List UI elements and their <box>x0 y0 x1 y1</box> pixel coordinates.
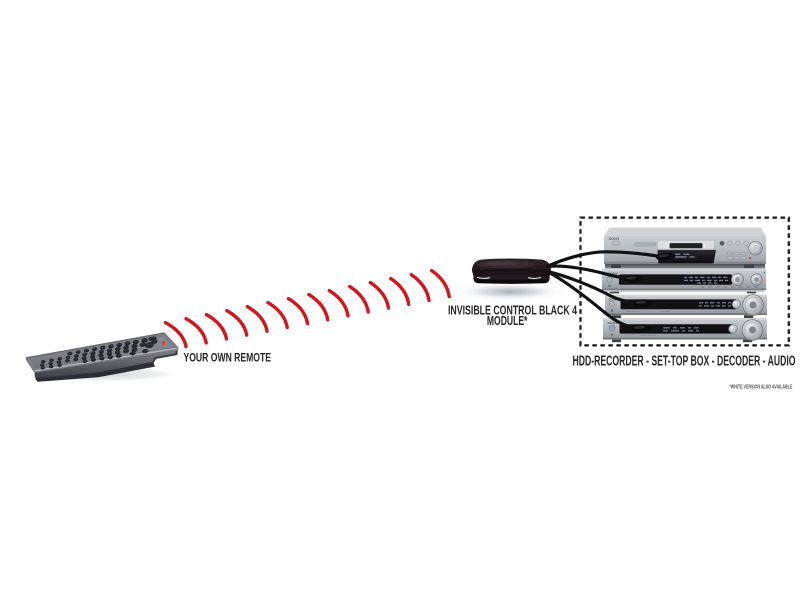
svg-text:SONY: SONY <box>608 272 619 276</box>
svg-text:MODULE*: MODULE* <box>487 314 528 328</box>
svg-text:INVISIBLE CONTROL BLACK 4: INVISIBLE CONTROL BLACK 4 <box>448 303 577 317</box>
svg-text:SONY: SONY <box>609 237 621 241</box>
svg-text:HDD-RECORDER - SET-TOP BOX - D: HDD-RECORDER - SET-TOP BOX - DECODER - A… <box>573 354 796 370</box>
svg-text:*WHITE VERSION ALSO AVAILABLE: *WHITE VERSION ALSO AVAILABLE <box>729 384 792 390</box>
svg-text:YOUR OWN REMOTE: YOUR OWN REMOTE <box>184 352 272 364</box>
svg-text:SONY: SONY <box>608 321 619 325</box>
svg-text:SONY: SONY <box>609 298 620 302</box>
